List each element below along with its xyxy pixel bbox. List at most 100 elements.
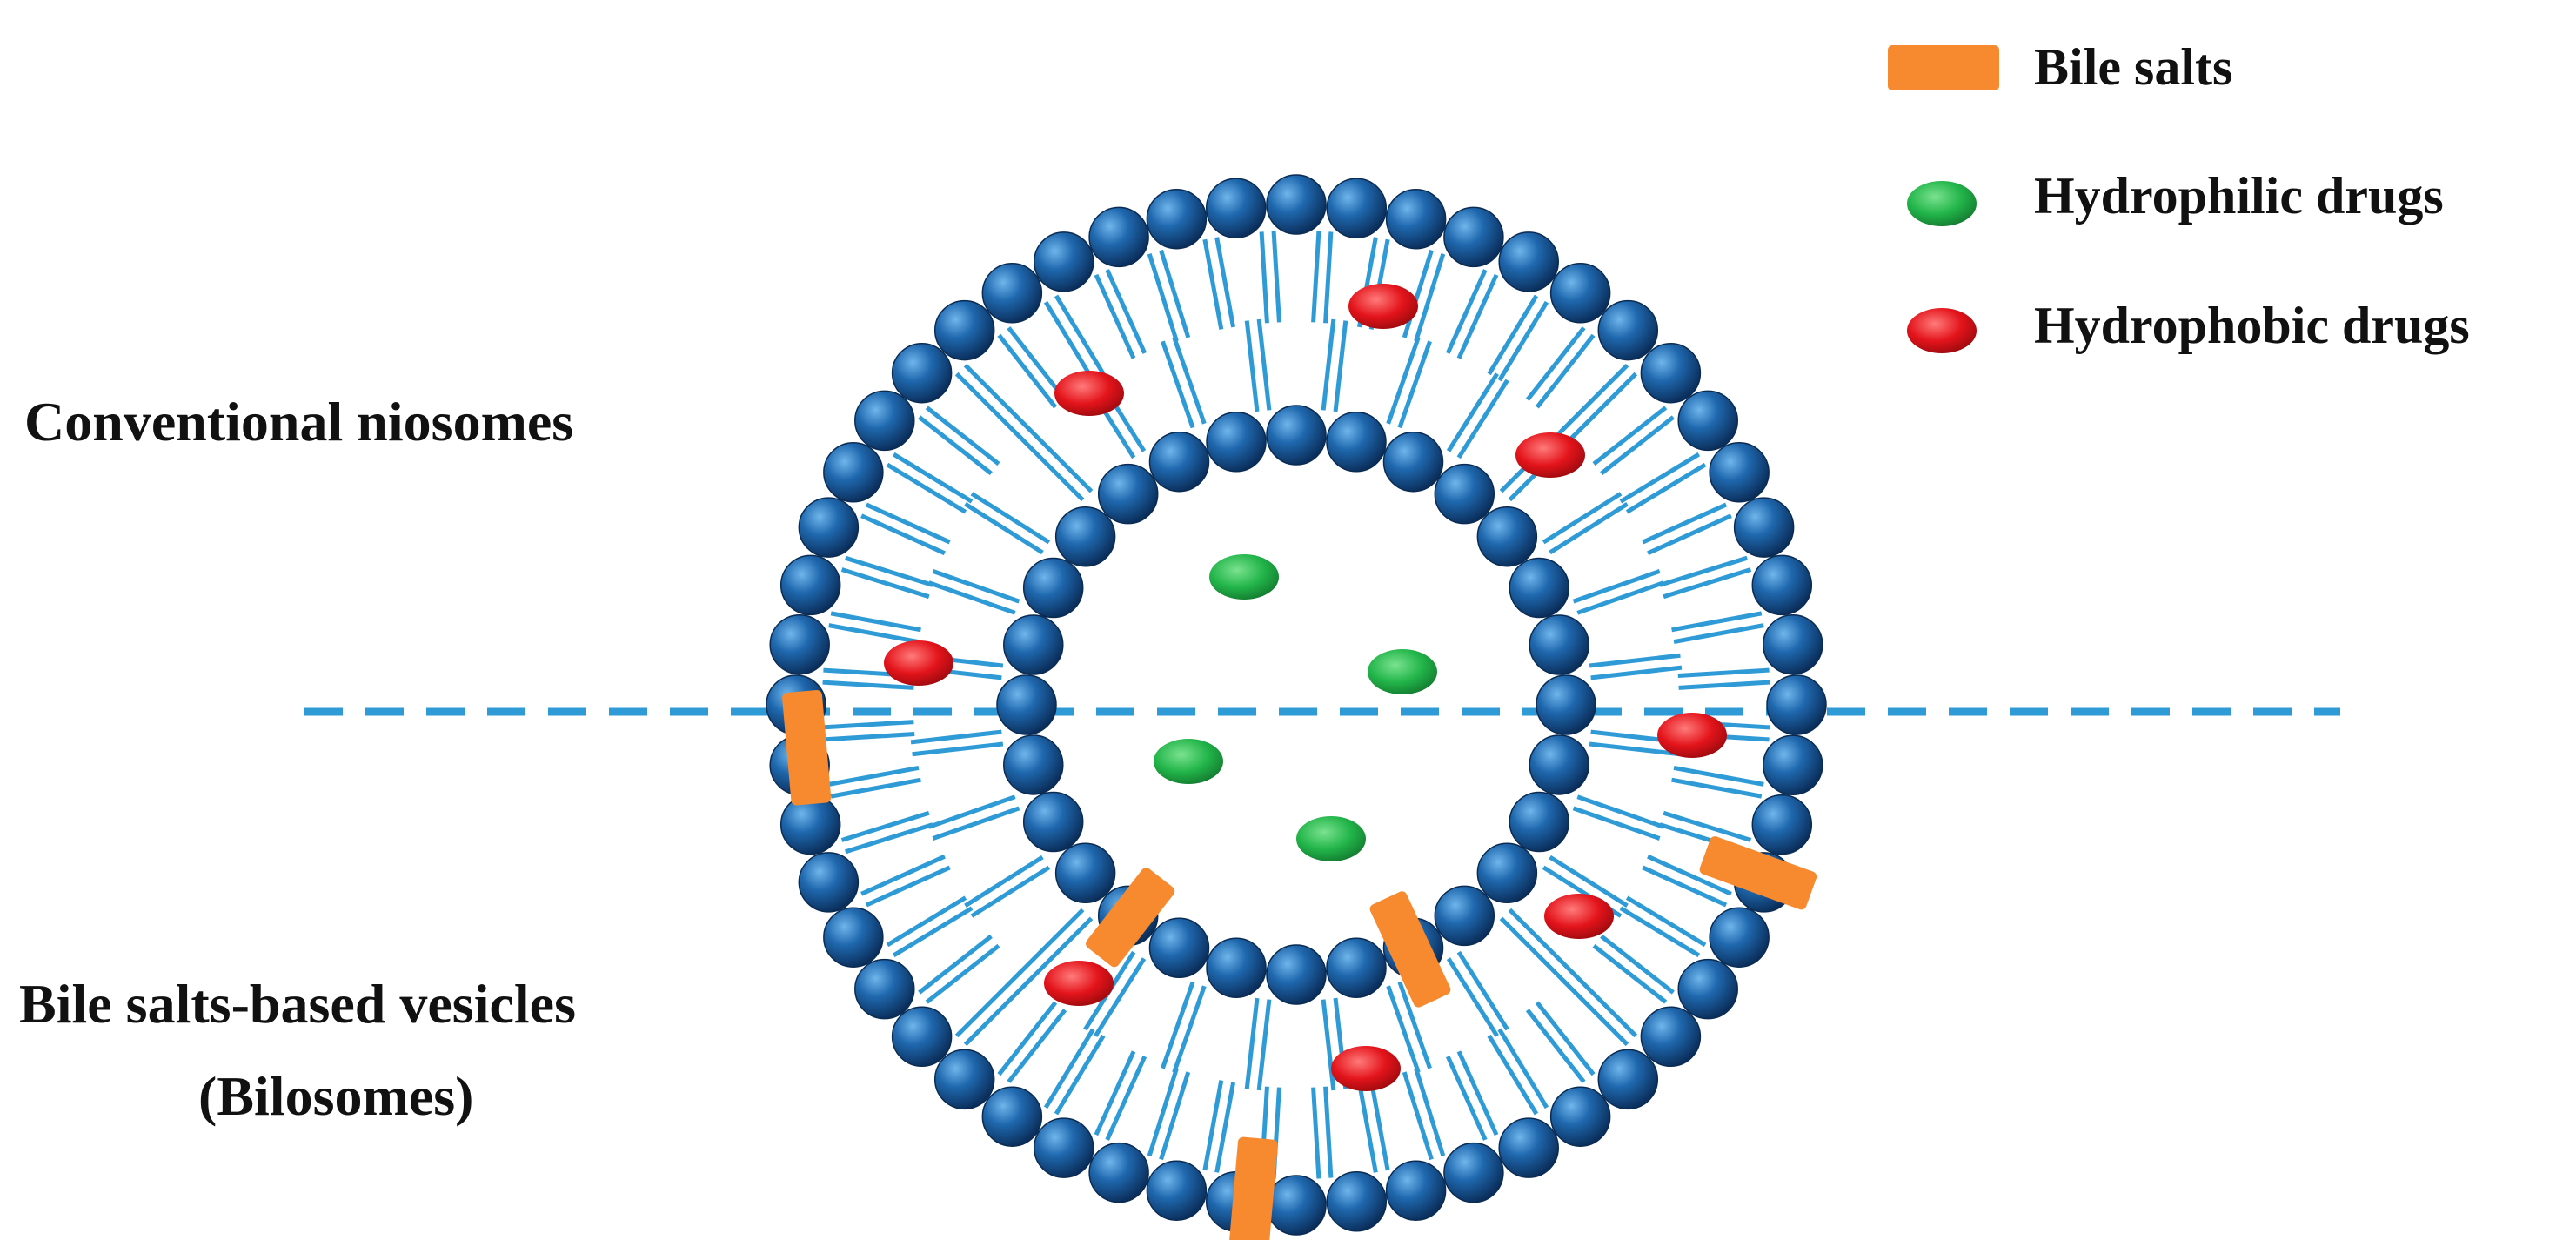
outer-lipid-tail (1311, 1087, 1321, 1179)
outer-head-group (1443, 1142, 1504, 1203)
outer-lipid-tail (892, 452, 974, 504)
outer-lipid-tail (1323, 1086, 1334, 1178)
outer-lipid-tail (1592, 406, 1668, 466)
outer-head-group (1326, 1171, 1388, 1232)
outer-lipid-tail (1642, 502, 1728, 545)
outer-head-group (1266, 1175, 1327, 1236)
outer-lipid-tail (823, 732, 915, 742)
outer-head-group (1597, 1049, 1659, 1110)
hydrophobic-drug (1331, 1046, 1401, 1091)
bile-salt (1086, 868, 1175, 968)
bile-salt (782, 689, 832, 806)
inner-lipid-tail (1576, 794, 1665, 829)
outer-head-group (891, 1006, 953, 1068)
outer-lipid-tail (1214, 237, 1236, 328)
inner-lipid-tail (1549, 855, 1629, 908)
inner-lipid-tail (1549, 502, 1629, 555)
inner-head-group (1434, 463, 1495, 525)
inner-head-group (1326, 412, 1387, 473)
inner-head-group (1266, 405, 1327, 466)
outer-head-group (1763, 734, 1823, 796)
outer-lipid-tail (860, 854, 946, 896)
inner-head-group (1509, 557, 1570, 619)
outer-head-group (1385, 188, 1447, 250)
inner-lipid-tail (1161, 340, 1195, 429)
legend-label-hydrophilic: Hydrophilic drugs (2034, 167, 2444, 225)
outer-head-group (1385, 1160, 1447, 1222)
inner-lipid-tail (1397, 340, 1432, 429)
inner-head-group (1097, 463, 1159, 525)
inner-head-group (1054, 506, 1116, 567)
hydrophilic-drug (1209, 554, 1279, 600)
outer-lipid-tail (1625, 462, 1707, 514)
inner-lipid-tail (1172, 985, 1207, 1074)
hydrophobic-drug (884, 640, 953, 686)
inner-lipid-tail (1576, 580, 1665, 615)
inner-head-group (1536, 674, 1596, 735)
inner-lipid-tail (964, 855, 1044, 908)
outer-lipid-tail (925, 943, 1000, 1004)
outer-lipid-tail (1159, 249, 1191, 338)
outer-lipid-tail (1673, 765, 1764, 787)
outer-head-group (933, 1049, 995, 1110)
inner-lipid-tail (932, 569, 1020, 604)
inner-head-group (1326, 937, 1387, 998)
inner-head-group (1529, 614, 1589, 675)
outer-head-group (1640, 342, 1702, 404)
bile-salt (1699, 836, 1817, 910)
outer-lipid-tail (1673, 623, 1764, 645)
outer-lipid-tail (1663, 810, 1752, 842)
outer-lipid-tail (1625, 895, 1707, 948)
outer-lipid-tail (997, 1001, 1058, 1076)
outer-lipid-tail (1659, 555, 1748, 587)
legend-swatch-hydrophobic (1907, 308, 1977, 353)
outer-lipid-tail (828, 623, 920, 645)
outer-head-group (1498, 1117, 1559, 1178)
inner-lipid-tail (1397, 981, 1432, 1069)
outer-lipid-tail (830, 777, 921, 799)
outer-lipid-tail (1094, 1050, 1136, 1136)
outer-lipid-tail (822, 680, 914, 690)
inner-lipid-tail (1456, 950, 1509, 1031)
outer-head-group (1751, 794, 1813, 855)
outer-lipid-tail (1619, 906, 1701, 958)
outer-lipid-tail (1402, 1071, 1434, 1161)
outer-lipid-tail (1445, 269, 1488, 354)
inner-head-group (996, 674, 1057, 735)
outer-lipid-tail (1677, 667, 1770, 678)
inner-lipid-tail (1016, 433, 1085, 502)
legend-label-hydrophobic: Hydrophobic drugs (2034, 297, 2470, 354)
outer-head-group (1034, 1117, 1094, 1178)
outer-lipid-tail (1663, 567, 1752, 600)
outer-head-group (1597, 299, 1659, 361)
outer-head-group (1146, 1160, 1208, 1222)
inner-lipid-tail (1244, 997, 1260, 1089)
outer-lipid-tail (1592, 943, 1668, 1004)
legend-swatch-hydrophilic (1907, 181, 1977, 226)
outer-lipid-tail (1043, 300, 1095, 382)
outer-lipid-tail (1094, 273, 1136, 359)
inner-head-group (1003, 734, 1064, 795)
outer-head-group (798, 852, 860, 913)
label-bilosomes-line2: (Bilosomes) (198, 1065, 474, 1127)
inner-lipid-tail (1589, 741, 1681, 757)
outer-head-group (981, 263, 1043, 324)
outer-lipid-tail (840, 567, 930, 600)
outer-head-group (823, 442, 884, 503)
outer-head-group (854, 390, 915, 452)
outer-lipid-tail (1214, 1082, 1236, 1173)
outer-head-group (1549, 263, 1611, 324)
inner-lipid-tail (970, 865, 1051, 918)
outer-lipid-tail (1368, 1080, 1390, 1171)
outer-lipid-tail (963, 363, 1032, 432)
inner-lipid-tail (1386, 985, 1421, 1074)
hydrophobic-drug (1515, 432, 1585, 478)
inner-head-group (1206, 937, 1267, 998)
outer-lipid-tail (1402, 249, 1434, 338)
outer-head-group (891, 342, 953, 404)
inner-lipid-tail (1499, 916, 1568, 985)
outer-lipid-tail (1445, 1056, 1488, 1141)
outer-lipid-tail (1561, 978, 1629, 1047)
inner-lipid-tail (1446, 372, 1499, 452)
bile-salt (1369, 891, 1451, 1008)
